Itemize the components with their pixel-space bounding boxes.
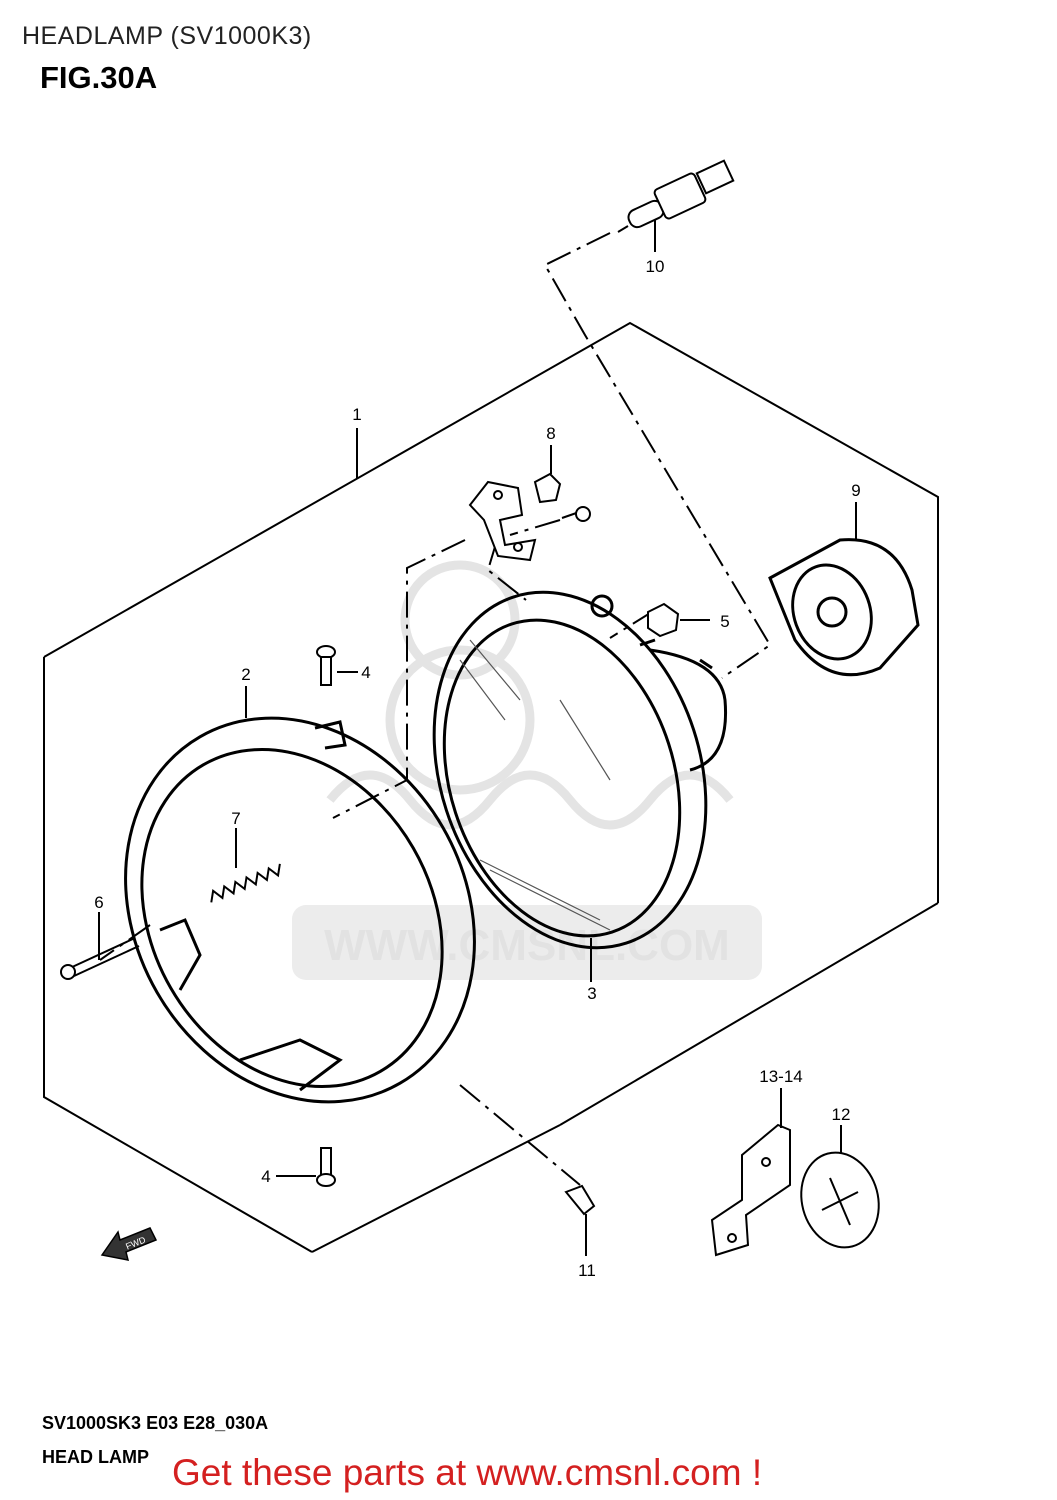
- screw-11: [564, 1184, 596, 1216]
- diagram-code: SV1000SK3 E03 E28_030A: [42, 1413, 269, 1433]
- callout-9: 9: [851, 481, 860, 500]
- nut-5: [647, 602, 680, 638]
- stay-bracket: [710, 1123, 791, 1257]
- callout-13-14: 13-14: [759, 1067, 802, 1086]
- adjuster-screw: [60, 937, 140, 980]
- callout-6: 6: [94, 893, 103, 912]
- callout-11: 11: [578, 1261, 596, 1280]
- lens-hatching: [459, 639, 611, 931]
- callout-2: 2: [241, 665, 250, 684]
- callout-4-upper: 4: [361, 663, 370, 682]
- promo-link[interactable]: Get these parts at www.cmsnl.com !: [172, 1452, 763, 1493]
- bulb: [617, 159, 735, 233]
- watermark-text: WWW.CMSNL.COM: [324, 921, 730, 970]
- socket-cover: [768, 538, 920, 677]
- forward-arrow-icon: FWD: [100, 1227, 158, 1261]
- callout-7: 7: [231, 809, 240, 828]
- spring: [210, 863, 281, 903]
- diagram-name: HEAD LAMP: [42, 1447, 149, 1467]
- bracket-screw: [561, 506, 591, 522]
- callout-12: 12: [832, 1105, 851, 1124]
- callout-1: 1: [352, 405, 361, 424]
- screw-4-upper: [316, 645, 336, 686]
- callout-3: 3: [587, 984, 596, 1003]
- watermark-band: [292, 905, 762, 980]
- callout-4-lower: 4: [261, 1167, 270, 1186]
- headlamp-rim: [124, 716, 476, 1104]
- callout-5: 5: [720, 612, 729, 631]
- cap-12: [800, 1151, 880, 1249]
- headlamp-unit: [432, 590, 728, 950]
- nut-8: [533, 472, 562, 504]
- callout-8: 8: [546, 424, 555, 443]
- screw-4-lower: [316, 1147, 336, 1187]
- assembly-outline: [43, 321, 939, 1253]
- mounting-bracket: [468, 480, 537, 562]
- figure-label: FIG.30A: [40, 60, 158, 95]
- watermark-logo: [326, 560, 734, 830]
- page-title: HEADLAMP (SV1000K3): [22, 22, 312, 50]
- callout-10: 10: [646, 257, 665, 276]
